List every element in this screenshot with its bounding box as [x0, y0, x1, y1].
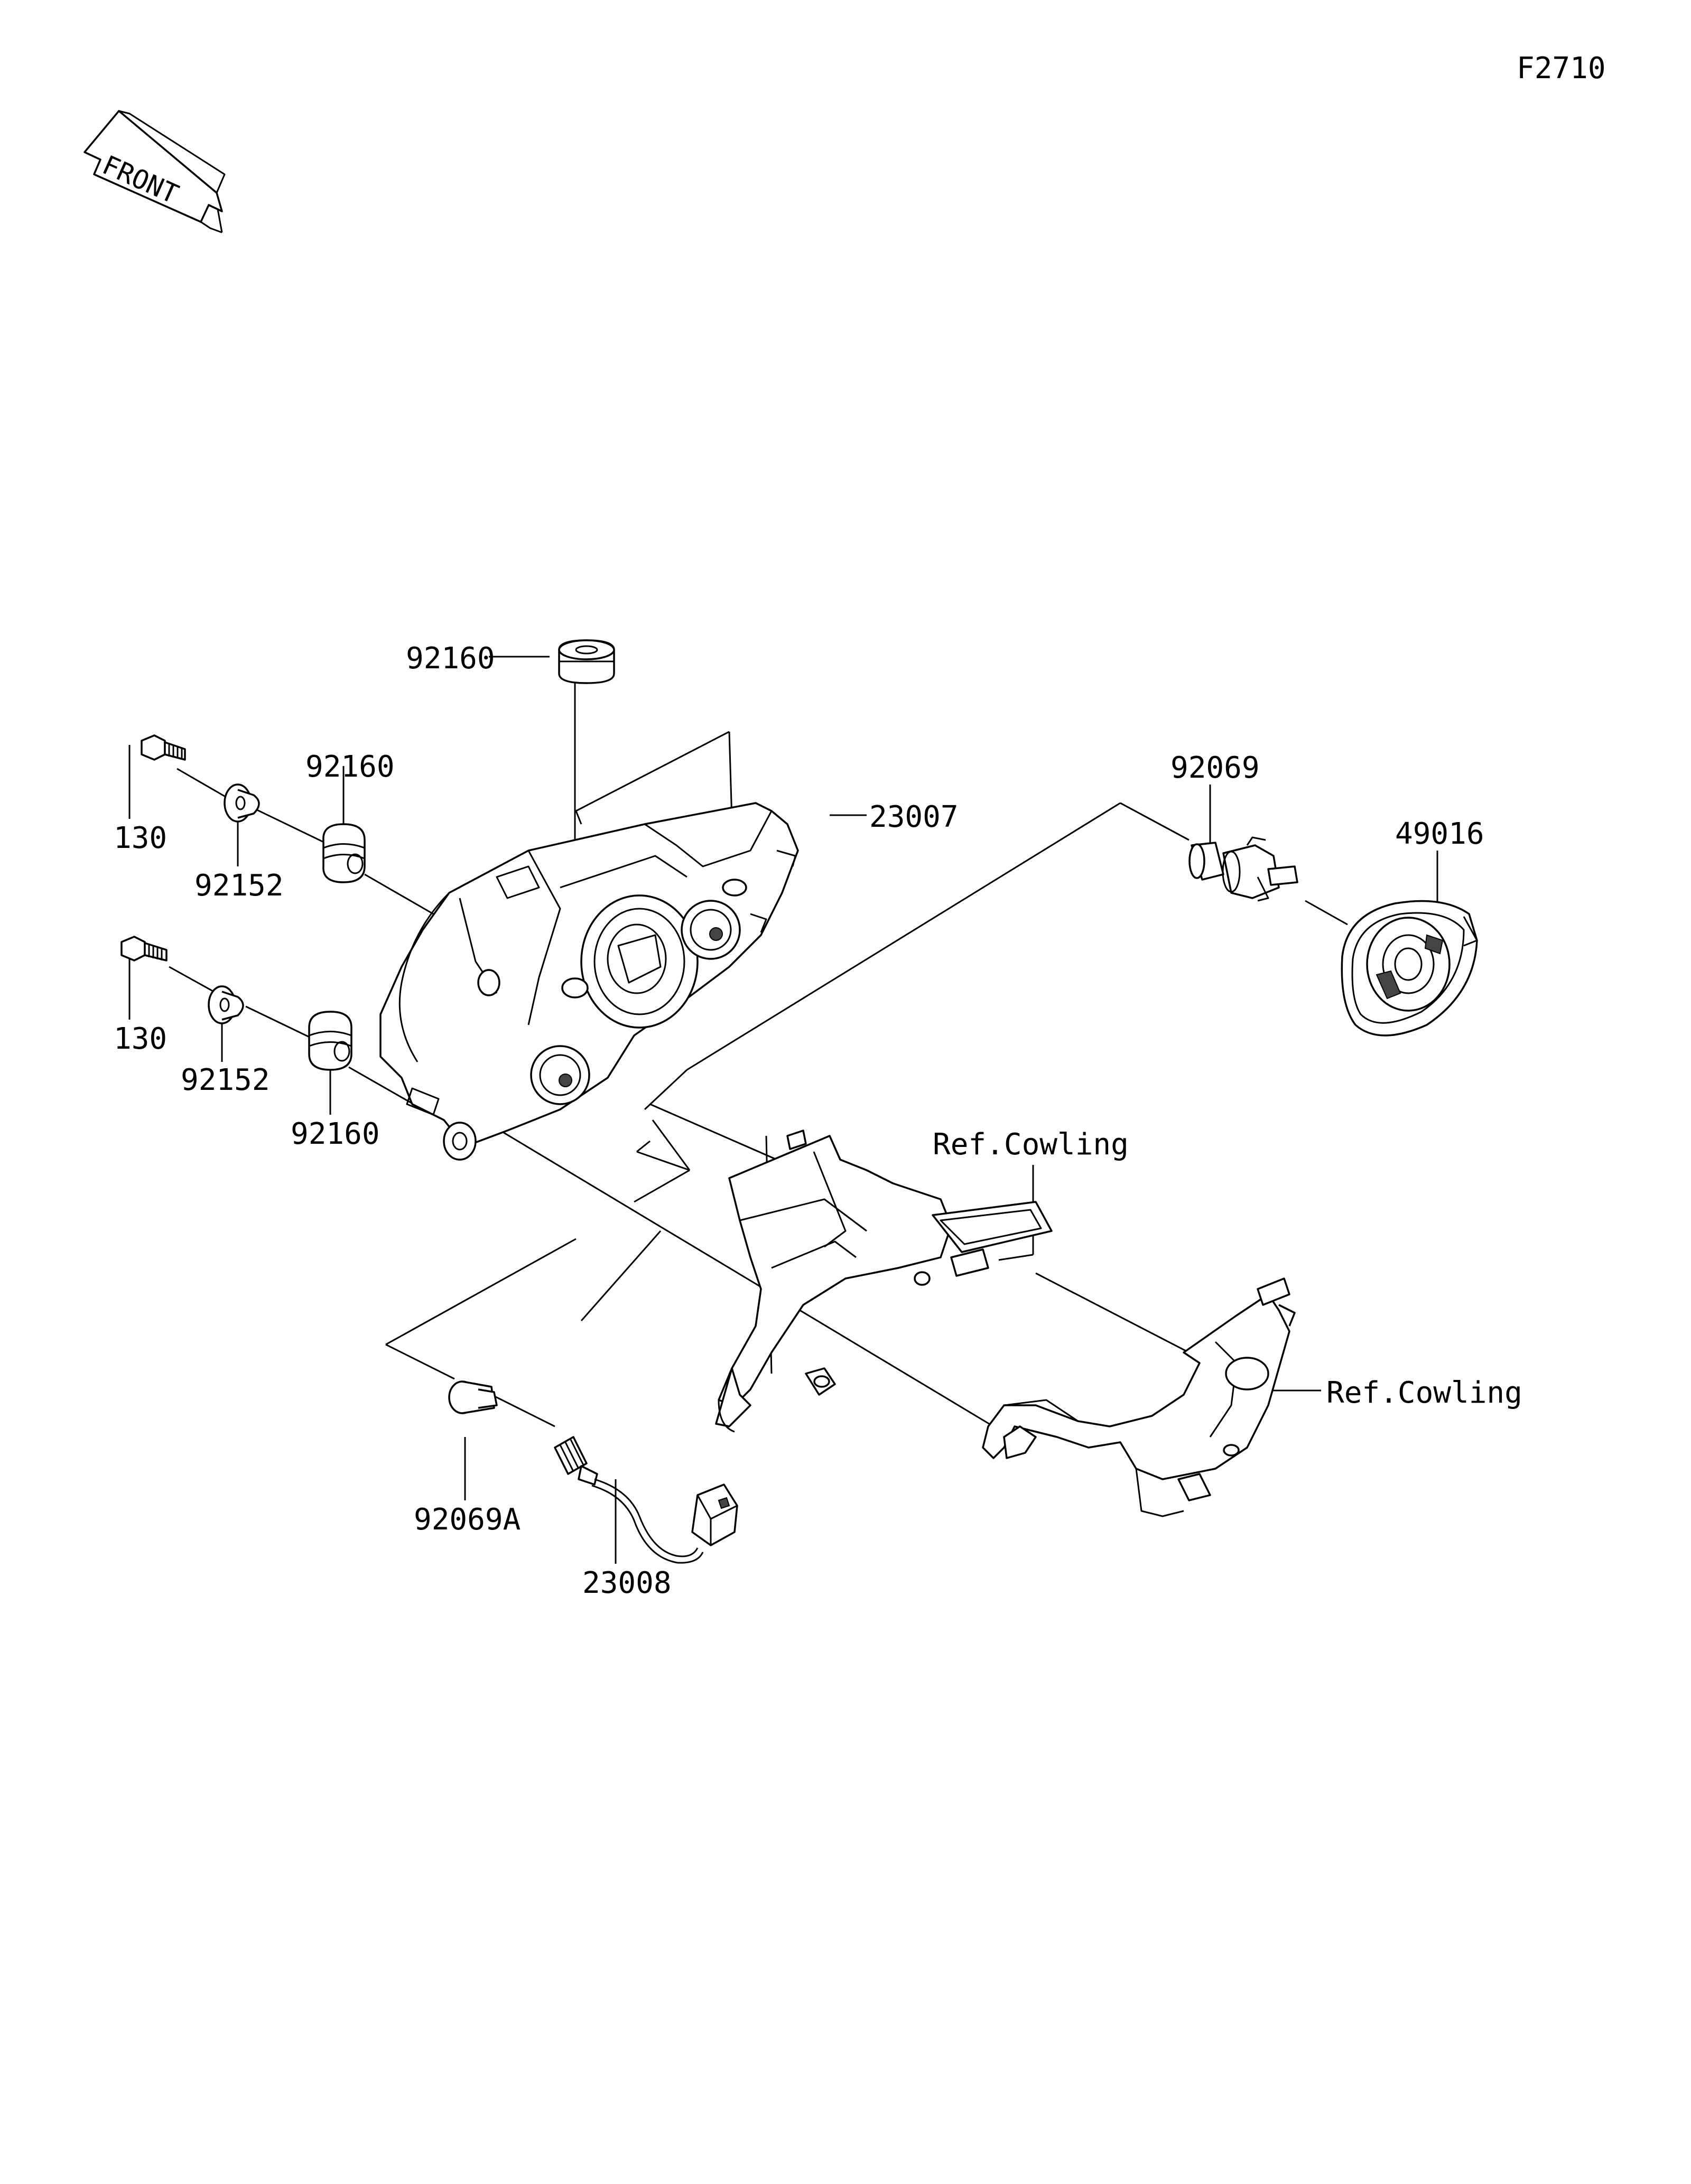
bolt-lower: [120, 936, 168, 962]
label-92069: 92069: [1170, 751, 1260, 785]
label-49016: 49016: [1395, 817, 1484, 851]
label-92160-upper: 92160: [305, 750, 395, 784]
label-130-lower: 130: [114, 1022, 167, 1056]
label-92069A: 92069A: [414, 1502, 521, 1537]
label-130-upper: 130: [114, 821, 167, 855]
bulb-main: [1188, 836, 1298, 902]
bulb-small: [448, 1380, 498, 1414]
label-92152-upper: 92152: [194, 869, 284, 903]
label-92152-lower: 92152: [181, 1063, 270, 1097]
label-92160-top: 92160: [406, 641, 495, 676]
bolt-upper: [141, 734, 186, 761]
bulb-cap: [1341, 900, 1478, 1037]
label-92160-lower: 92160: [291, 1117, 380, 1151]
collar-lower: [208, 985, 244, 1024]
figure-code: F2710: [1517, 51, 1606, 86]
headlamp-assembly: [379, 802, 799, 1161]
label-ref-cowling-1: Ref.Cowling: [933, 1127, 1129, 1162]
front-arrow-icon: FRONT: [83, 110, 226, 234]
label-23008: 23008: [582, 1566, 672, 1600]
grommet-upper: [322, 823, 366, 883]
label-ref-cowling-2: Ref.Cowling: [1326, 1376, 1522, 1410]
collar-upper: [224, 783, 260, 823]
label-23007: 23007: [869, 800, 959, 834]
grommet-lower: [308, 1011, 352, 1071]
headlight-stay-bracket: [715, 1130, 1053, 1433]
right-stay-bracket: [982, 1277, 1296, 1517]
bulb-socket: [554, 1436, 738, 1564]
grommet-top: [558, 639, 615, 684]
